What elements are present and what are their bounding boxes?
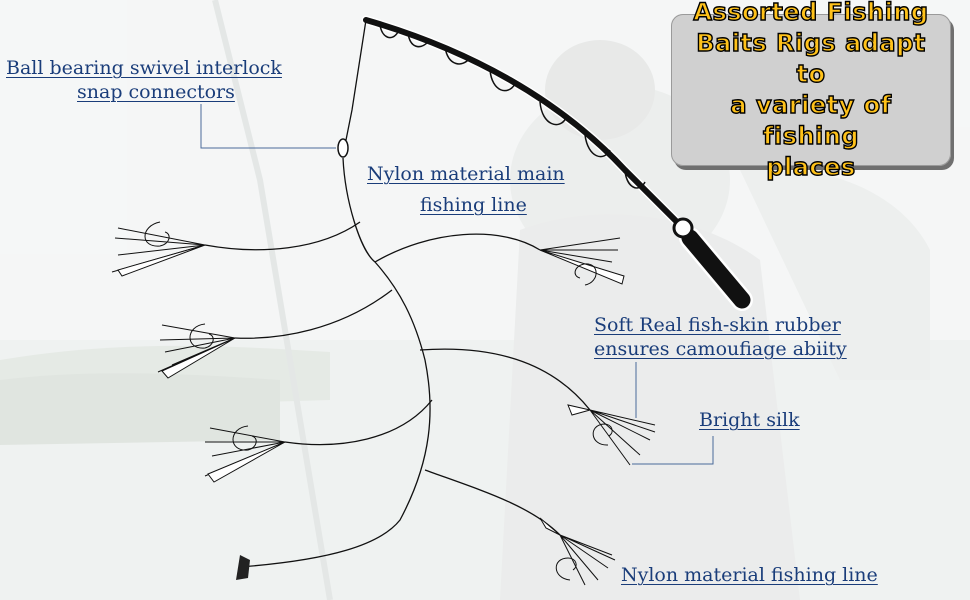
silk-label: Bright silk [699, 408, 800, 432]
main-line-label-2: fishing line [420, 193, 527, 217]
lure-icon [111, 221, 206, 277]
lure-icon [539, 517, 616, 586]
rig-lines [204, 157, 591, 568]
silk-label-text: Bright silk [699, 409, 800, 431]
rubber-label-2: ensures camoufiage abiity [594, 337, 847, 361]
headline-text: Assorted Fishing Baits Rigs adapt to a v… [693, 0, 929, 182]
main-line-label-line1: Nylon material main [367, 163, 565, 185]
sinker-icon [236, 555, 250, 580]
rubber-label-line1: Soft Real fish-skin rubber [594, 314, 841, 336]
swivel-label-line1: Ball bearing swivel interlock [6, 57, 282, 79]
swivel-label: Ball bearing swivel interlock [6, 56, 282, 80]
swivel-label-line2: snap connectors [77, 81, 235, 103]
lure-icon [204, 425, 286, 483]
main-line-label-line2: fishing line [420, 194, 527, 216]
main-line-label: Nylon material main [367, 162, 565, 186]
swivel-label-2: snap connectors [77, 80, 235, 104]
callout-leaders [200, 104, 714, 465]
swivel-icon [337, 138, 349, 158]
fishing-line-label: Nylon material fishing line [621, 563, 878, 587]
headline-banner: Assorted Fishing Baits Rigs adapt to a v… [671, 0, 951, 182]
fishing-rod [344, 15, 753, 311]
lure-icon [157, 323, 236, 379]
rubber-label: Soft Real fish-skin rubber [594, 313, 841, 337]
fishing-line-label-text: Nylon material fishing line [621, 564, 878, 586]
lure-icon [567, 404, 656, 466]
rubber-label-line2: ensures camoufiage abiity [594, 338, 847, 360]
lure-icon [539, 237, 625, 286]
